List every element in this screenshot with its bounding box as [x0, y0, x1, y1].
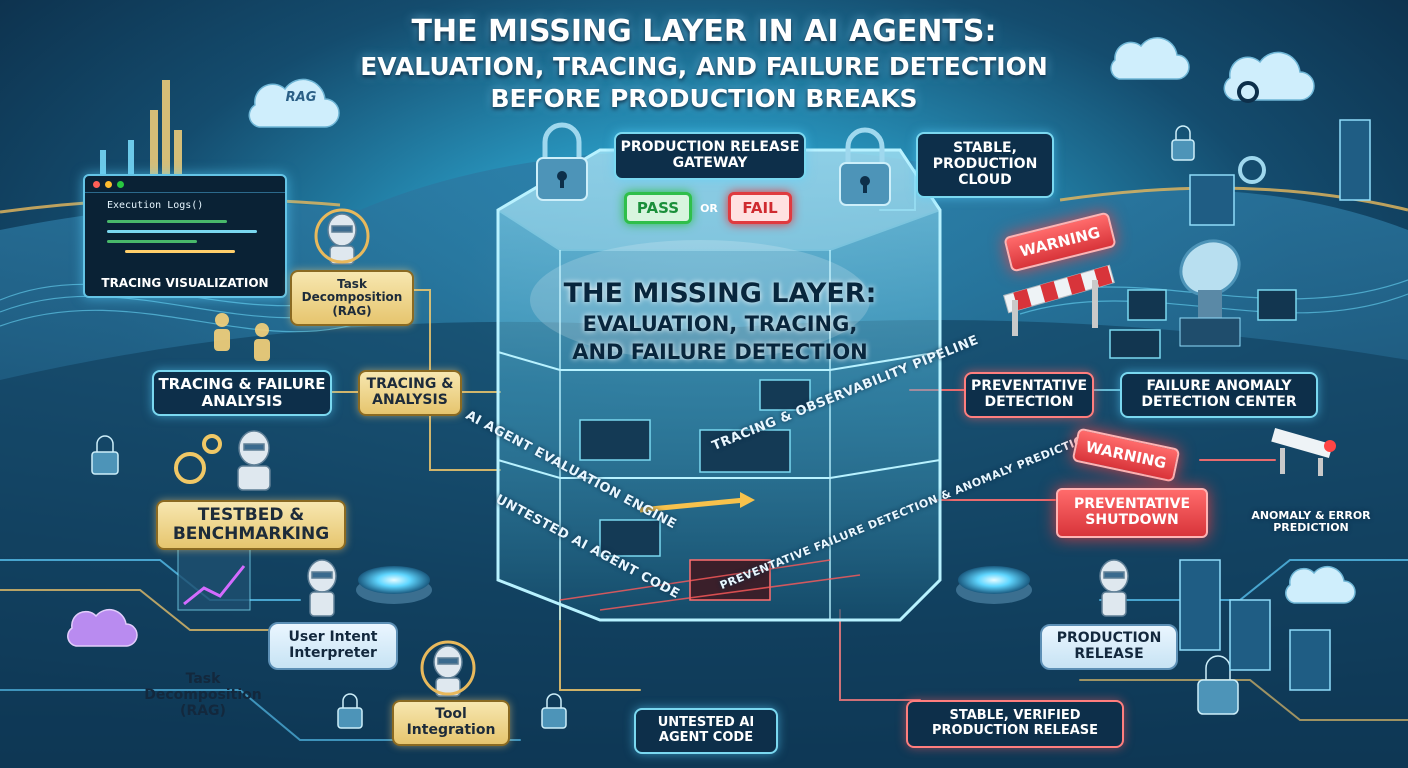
- execution-log-terminal: Execution Logs() Tracing Visualization: [83, 174, 287, 298]
- cube-heading-line3: and Failure Detection: [572, 340, 868, 364]
- pass-badge: PASS: [624, 192, 692, 224]
- tracing-analysis-label: Tracing & Analysis: [358, 370, 462, 416]
- production-release-label: Production Release: [1040, 624, 1178, 670]
- server-icon: [1179, 119, 1371, 691]
- tool-integration-label: Tool Integration: [392, 700, 510, 746]
- stable-verified-release-label: Stable, Verified Production Release: [906, 700, 1124, 748]
- main-title-line2: Evaluation, Tracing, and Failure Detecti…: [360, 52, 1048, 81]
- cloud-icon: [67, 37, 1356, 647]
- barrier-icon: [1003, 264, 1336, 476]
- tracing-failure-analysis-label: Tracing & Failure Analysis: [152, 370, 332, 416]
- main-title-line1: The Missing Layer in AI Agents:: [411, 14, 997, 49]
- padlock-icon: [839, 127, 891, 206]
- tracing-visualization-label: Tracing Visualization: [101, 276, 269, 290]
- user-intent-interpreter-label: User Intent Interpreter: [268, 622, 398, 670]
- execution-logs-text: Execution Logs(): [107, 200, 204, 211]
- preventative-detection-label: Preventative Detection: [964, 372, 1094, 418]
- preventative-shutdown-label: Preventative Shutdown: [1056, 488, 1208, 538]
- cube-heading-line1: The Missing Layer:: [563, 278, 877, 309]
- anomaly-error-prediction-label: Anomaly & Error Prediction: [1251, 508, 1371, 534]
- stable-production-cloud-label: Stable, Production Cloud: [916, 132, 1054, 198]
- production-release-gateway-label: Production Release Gateway: [614, 132, 806, 180]
- main-title-line3: Before Production Breaks: [490, 84, 918, 113]
- untested-code-label: Untested AI Agent Code: [634, 708, 778, 754]
- padlock-icon: [91, 125, 1239, 729]
- rag-cloud-label: RAG: [285, 90, 317, 105]
- task-decomposition-top-label: Task Decomposition (RAG): [290, 270, 414, 326]
- cube-structure: [496, 148, 942, 622]
- fail-badge: FAIL: [728, 192, 792, 224]
- or-text: OR: [700, 201, 718, 215]
- testbed-benchmarking-label: Testbed & Benchmarking: [156, 500, 346, 550]
- failure-anomaly-center-label: Failure Anomaly Detection Center: [1120, 372, 1318, 418]
- task-decomposition-bottom-label: Task Decomposition (RAG): [144, 671, 262, 719]
- robot-icon: [237, 213, 1129, 697]
- satellite-dish-icon: [1179, 239, 1241, 347]
- padlock-icon: [536, 122, 588, 201]
- cube-heading-line2: Evaluation, Tracing,: [582, 312, 858, 336]
- gear-icon: [174, 81, 1266, 484]
